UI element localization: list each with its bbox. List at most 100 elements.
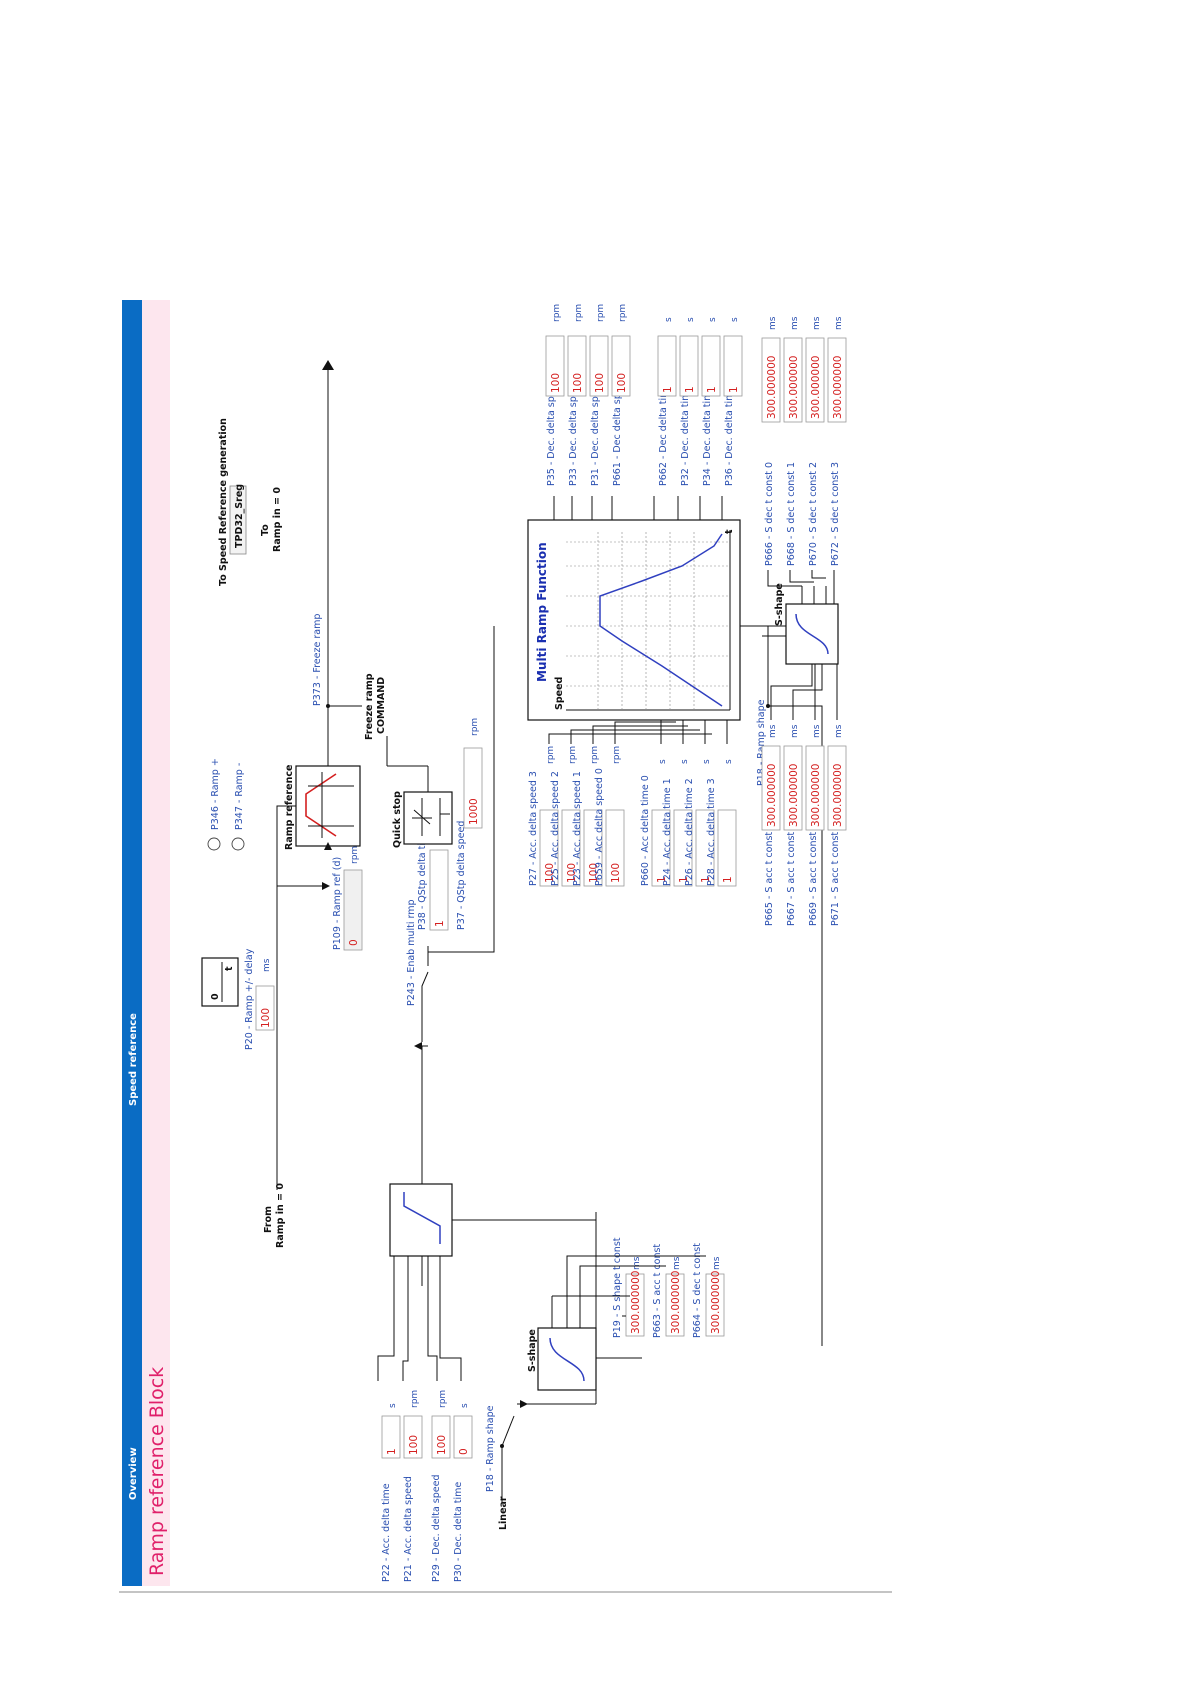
p29-value: 100 xyxy=(436,1435,448,1455)
p31-label: P31 - Dec. delta speed 1 xyxy=(590,369,601,486)
multi-dec-wires xyxy=(553,496,723,520)
p660-field[interactable] xyxy=(651,809,671,887)
p31-value: 100 xyxy=(594,373,606,393)
p665-unit: ms xyxy=(768,724,778,738)
p659-value: 100 xyxy=(610,863,622,883)
p29-field[interactable] xyxy=(431,1415,451,1459)
p34-field[interactable] xyxy=(701,335,721,397)
p671-field[interactable] xyxy=(827,745,847,831)
p22-field[interactable] xyxy=(381,1415,401,1459)
p667-label: P667 - S acc t const 1 xyxy=(786,823,797,926)
p27-field[interactable] xyxy=(539,809,559,887)
multi-ramp-curve xyxy=(599,533,723,707)
p26-label: P26 - Acc. delta time 2 xyxy=(684,778,695,886)
p660-unit: s xyxy=(658,759,668,764)
p662-field[interactable] xyxy=(657,335,677,397)
sshape-left-label: S-shape xyxy=(527,1329,538,1372)
p22-label: P22 - Acc. delta time xyxy=(381,1483,392,1582)
delay-box xyxy=(201,957,239,1007)
p24-label: P24 - Acc. delta time 1 xyxy=(662,778,673,886)
ramp-ref-arrow xyxy=(324,842,332,850)
p28-field[interactable] xyxy=(717,809,737,887)
p31-unit: rpm xyxy=(596,304,606,322)
p20-unit: ms xyxy=(262,958,272,972)
sshape-right-box[interactable] xyxy=(785,603,839,665)
p20-label: P20 - Ramp +/- delay xyxy=(244,948,255,1050)
p659-field[interactable] xyxy=(605,809,625,887)
p665-field[interactable] xyxy=(761,745,781,831)
p24-field[interactable] xyxy=(673,809,693,887)
p668-field[interactable] xyxy=(783,337,803,423)
p31-field[interactable] xyxy=(589,335,609,397)
p25-field[interactable] xyxy=(561,809,581,887)
p666-field[interactable] xyxy=(761,337,781,423)
p21-field[interactable] xyxy=(403,1415,423,1459)
p664-field[interactable] xyxy=(705,1273,725,1337)
p669-field[interactable] xyxy=(805,745,825,831)
s-dec-wires xyxy=(767,570,835,604)
p36-value: 1 xyxy=(728,386,740,393)
p35-field[interactable] xyxy=(545,335,565,397)
p24-unit: s xyxy=(680,759,690,764)
to-label-2: Ramp in = 0 xyxy=(272,487,283,552)
p109-label: P109 - Ramp ref (d) xyxy=(332,857,343,950)
p662-value: 1 xyxy=(662,386,674,393)
p34-unit: s xyxy=(708,317,718,322)
linear-ramp-box[interactable] xyxy=(389,1183,453,1257)
p27-unit: rpm xyxy=(546,746,556,764)
p30-unit: s xyxy=(460,1403,470,1408)
p19-field[interactable] xyxy=(625,1273,645,1337)
p26-field[interactable] xyxy=(695,809,715,887)
p19-unit: ms xyxy=(632,1256,642,1270)
p672-field[interactable] xyxy=(827,337,847,423)
p32-field[interactable] xyxy=(679,335,699,397)
p109-value: 0 xyxy=(348,939,360,946)
p670-field[interactable] xyxy=(805,337,825,423)
p30-field[interactable] xyxy=(453,1415,473,1459)
p664-unit: ms xyxy=(712,1256,722,1270)
p20-value: 100 xyxy=(260,1008,272,1028)
sshape-param-wires xyxy=(552,1255,706,1317)
p23-unit: rpm xyxy=(590,746,600,764)
p666-label: P666 - S dec t const 0 xyxy=(764,462,775,566)
tab-overview[interactable]: Overview xyxy=(128,1447,139,1500)
p21-unit: rpm xyxy=(410,1390,420,1408)
p36-field[interactable] xyxy=(723,335,743,397)
p32-value: 1 xyxy=(684,386,696,393)
multi-dec-time: P662 - Dec delta time 0 1 s P32 - Dec. d… xyxy=(657,317,743,486)
p670-unit: ms xyxy=(812,316,822,330)
p667-unit: ms xyxy=(790,724,800,738)
quick-stop-label: Quick stop xyxy=(392,791,403,848)
p661-field[interactable] xyxy=(611,335,631,397)
multi-dec-speed: P35 - Dec. delta speed 3 100 rpm P33 - D… xyxy=(545,304,631,486)
tab-speed-reference[interactable]: Speed reference xyxy=(128,1013,139,1106)
linear-out-wire xyxy=(421,1045,428,1184)
quick-stop-wire xyxy=(386,736,429,792)
p33-field[interactable] xyxy=(567,335,587,397)
p669-value: 300.000000 xyxy=(810,764,822,827)
p667-field[interactable] xyxy=(783,745,803,831)
freeze-cmd-label-2: COMMAND xyxy=(376,677,387,734)
p29-label: P29 - Dec. delta speed xyxy=(431,1475,442,1583)
p27-label: P27 - Acc. delta speed 3 xyxy=(528,771,539,886)
s-dec-consts: P666 - S dec t const 0 300.000000 ms P66… xyxy=(761,316,847,566)
to-speed-ref-label: To Speed Reference generation xyxy=(218,418,229,586)
p38-value: 1 xyxy=(434,920,446,927)
p23-field[interactable] xyxy=(583,809,603,887)
wire-left-inputs xyxy=(377,1256,462,1381)
p672-label: P672 - S dec t const 3 xyxy=(830,462,841,566)
linear-label: Linear xyxy=(498,1496,509,1530)
p346-label: P346 - Ramp + xyxy=(210,758,221,830)
p28-unit: s xyxy=(724,759,734,764)
p37-field[interactable] xyxy=(463,747,483,829)
sshape-left-box[interactable] xyxy=(537,1327,597,1391)
tpd-label: TPD32_Sreg xyxy=(234,484,245,548)
p38-field[interactable] xyxy=(429,849,449,931)
sshape-params: P19 - S shape t const 300.000000 ms P663… xyxy=(612,1237,725,1338)
p20-field[interactable] xyxy=(255,985,275,1031)
enab-arrow xyxy=(414,1042,422,1050)
p659-unit: rpm xyxy=(612,746,622,764)
p663-field[interactable] xyxy=(665,1273,685,1337)
p667-value: 300.000000 xyxy=(788,764,800,827)
multi-ramp-box[interactable] xyxy=(527,519,741,721)
